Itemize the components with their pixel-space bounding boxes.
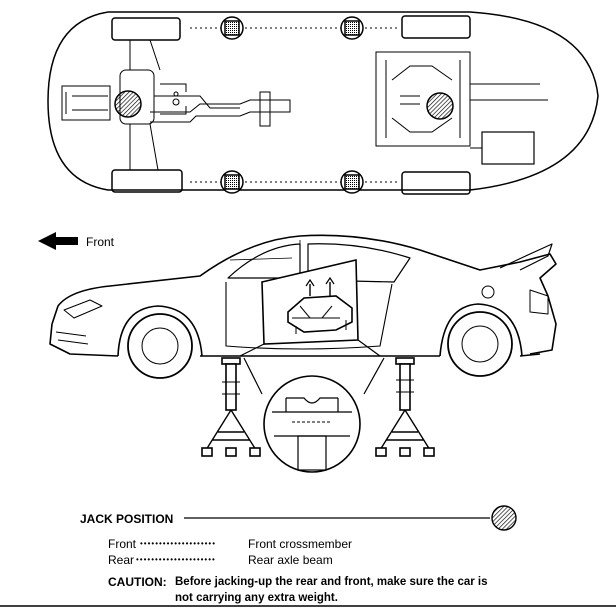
front-arrow-icon	[38, 232, 78, 250]
legend-row-rear-name: Rear	[108, 553, 135, 567]
legend-jack-circle-icon	[491, 505, 517, 531]
caution-label: CAUTION:	[108, 575, 167, 589]
jack-point-detail-inset	[239, 258, 381, 357]
jack-stands	[201, 357, 435, 457]
rear-axle-jack-circle	[426, 92, 454, 120]
car-side-view	[49, 234, 557, 379]
legend-title: JACK POSITION	[80, 512, 174, 526]
legend-row-front-value: Front crossmember	[248, 537, 353, 551]
caution-line-1: Before jacking-up the rear and front, ma…	[175, 576, 488, 588]
front-arrow-label: Front	[86, 235, 115, 249]
legend-row-front-name: Front	[108, 537, 137, 551]
caution-line-2: not carrying any extra weight.	[175, 592, 338, 604]
legend-row-front-dots: ••••••••••••••••••••	[140, 539, 217, 548]
legend-row-rear-dots: •••••••••••••••••••••	[136, 555, 216, 564]
front-crossmember-jack-circle	[114, 90, 142, 118]
underbody-top-view	[47, 11, 599, 195]
stand-head-detail-inset	[243, 357, 385, 473]
legend-row-rear-value: Rear axle beam	[248, 553, 333, 567]
lift-point-markers-top	[220, 16, 364, 194]
